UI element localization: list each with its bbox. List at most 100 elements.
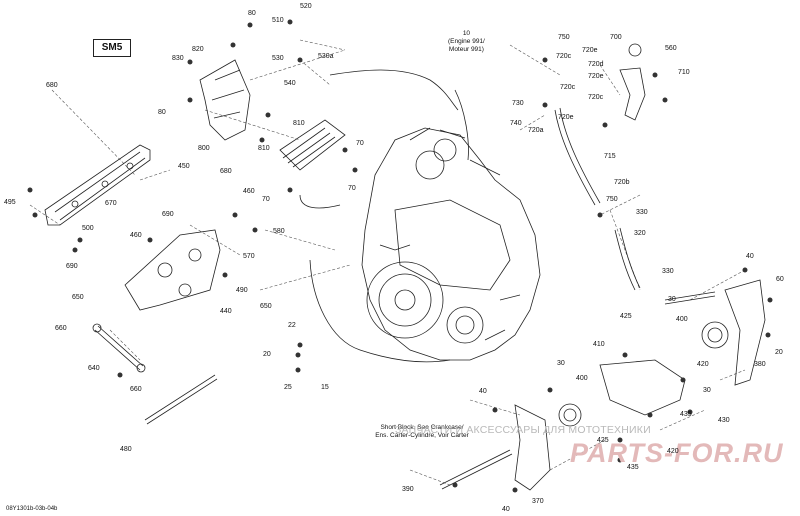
callout-label: 490: [236, 287, 248, 294]
callout-label: 430: [718, 417, 730, 424]
callout-label: 510: [272, 17, 284, 24]
callout-label: 30: [668, 296, 676, 303]
callout-label: 720b: [614, 179, 630, 186]
callout-label: 320: [634, 230, 646, 237]
callout-label: 650: [72, 294, 84, 301]
callout-label: 750: [606, 196, 618, 203]
callout-label: 435: [627, 464, 639, 471]
callout-label: 70: [348, 185, 356, 192]
callout-label: 810: [258, 145, 270, 152]
diagram-reference: 08Y1301b-03b-04b: [6, 506, 58, 512]
callout-label: 670: [105, 200, 117, 207]
callout-label: 720c: [556, 53, 572, 60]
callout-label: 460: [130, 232, 142, 239]
short-block-note-line: Ens. Carter-Cylindre, Voir Carter: [375, 432, 469, 439]
callout-label: 390: [402, 486, 414, 493]
engine-note-line: (Engine 991/: [448, 38, 485, 45]
callout-label: 20: [263, 351, 271, 358]
callout-label: 25: [284, 384, 292, 391]
callout-label: 690: [66, 263, 78, 270]
callout-label: 30: [557, 360, 565, 367]
callout-label: 520: [300, 3, 312, 10]
callout-label: 40: [502, 506, 510, 513]
callout-label: 425: [597, 437, 609, 444]
callout-label: 810: [293, 120, 305, 127]
callout-label: 70: [262, 196, 270, 203]
callout-label: 22: [288, 322, 296, 329]
callout-label: 500: [82, 225, 94, 232]
callout-label: 530a: [318, 53, 334, 60]
coolant-hoses: [554, 43, 646, 291]
callout-label: 70: [356, 140, 364, 147]
engine-support-440: [124, 229, 221, 311]
callout-label: 700: [610, 34, 622, 41]
callout-label: 40: [479, 388, 487, 395]
callout-label: 400: [576, 375, 588, 382]
bracket-800: [199, 59, 251, 141]
callout-label: 800: [198, 145, 210, 152]
callout-label: 15: [321, 384, 329, 391]
callout-label: 560: [665, 45, 677, 52]
callout-label: 540: [284, 80, 296, 87]
callout-label: 690: [162, 211, 174, 218]
callout-label: 380: [754, 361, 766, 368]
callout-label: 450: [178, 163, 190, 170]
short-block-note-line: Short Block, See Crankcase/: [380, 424, 464, 431]
callout-label: 30: [703, 387, 711, 394]
callout-label: 420: [667, 448, 679, 455]
leader-lines: [29, 39, 746, 486]
callout-label: 460: [243, 188, 255, 195]
callout-label: 435: [680, 411, 692, 418]
callout-label: 660: [55, 325, 67, 332]
callout-label: 820: [192, 46, 204, 53]
engine-assembly: [299, 69, 541, 363]
callout-label: 720e: [582, 47, 598, 54]
callout-label: 720c: [560, 84, 576, 91]
callout-label: 720e: [588, 73, 604, 80]
callout-label: 410: [593, 341, 605, 348]
callout-label: 495: [4, 199, 16, 206]
callout-label: 330: [662, 268, 674, 275]
callout-label: 830: [172, 55, 184, 62]
fastener-markers: [27, 19, 773, 493]
engine-note-line: Moteur 991): [448, 46, 484, 53]
callout-label: 60: [776, 276, 784, 283]
callout-label: 570: [243, 253, 255, 260]
engine-note-line: 10: [462, 30, 471, 37]
callout-label: 370: [532, 498, 544, 505]
ecm-module: [279, 119, 346, 171]
callout-label: 480: [120, 446, 132, 453]
callout-label: 80: [248, 10, 256, 17]
short-block-note: Short Block, See Crankcase/ Ens. Carter-…: [352, 424, 492, 440]
engine-note: 10 (Engine 991/ Moteur 991): [448, 30, 485, 54]
callout-label: 710: [678, 69, 690, 76]
callout-label: 400: [676, 316, 688, 323]
callout-label: 750: [558, 34, 570, 41]
section-badge: SM5: [93, 39, 131, 57]
callout-label: 720c: [588, 94, 604, 101]
callout-label: 720d: [588, 61, 604, 68]
callout-label: 720e: [558, 114, 574, 121]
watermark-text: ЗАПЧАСТИ И АКСЕССУАРЫ ДЛЯ МОТОТЕХНИКИ: [395, 424, 651, 436]
callout-label: 420: [697, 361, 709, 368]
callout-label: 425: [620, 313, 632, 320]
watermark-logo: PARTS-FOR.RU: [570, 438, 784, 468]
callout-label: 720a: [528, 127, 544, 134]
callout-label: 730: [512, 100, 524, 107]
rear-support-370: [514, 279, 766, 491]
callout-label: 530: [272, 55, 284, 62]
callout-label: 715: [604, 153, 616, 160]
callout-label: 40: [746, 253, 754, 260]
callout-label: 680: [46, 82, 58, 89]
callout-label: 580: [273, 228, 285, 235]
callout-label: 330: [636, 209, 648, 216]
callout-label: 680: [220, 168, 232, 175]
callout-label: 20: [775, 349, 783, 356]
callout-label: 740: [510, 120, 522, 127]
callout-label: 80: [158, 109, 166, 116]
callout-label: 440: [220, 308, 232, 315]
callout-label: 650: [260, 303, 272, 310]
bracket-rail-450: [44, 144, 151, 226]
